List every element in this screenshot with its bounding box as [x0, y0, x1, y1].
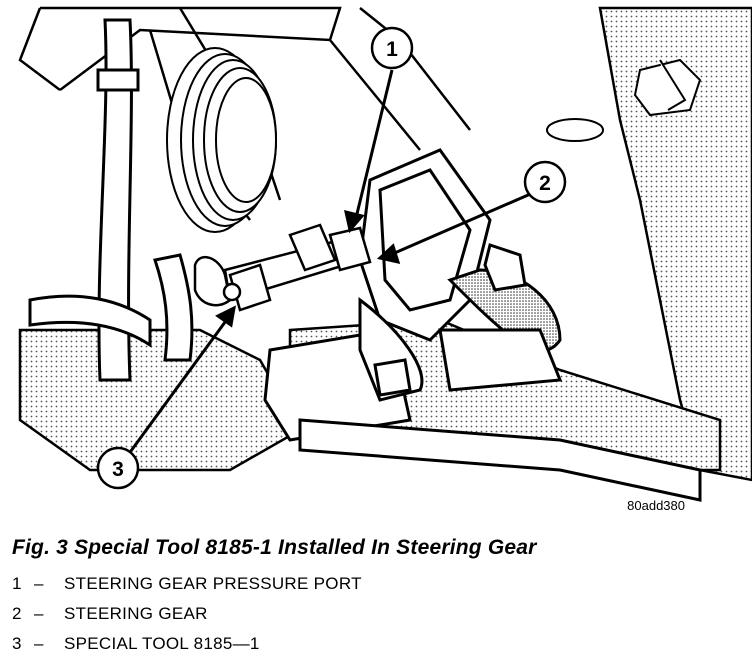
- tie-rod: [298, 418, 702, 502]
- image-code: 80add380: [627, 498, 685, 513]
- svg-text:3: 3: [112, 458, 124, 481]
- svg-text:1: 1: [386, 38, 398, 61]
- callout-3: 3: [96, 446, 140, 490]
- pulley: [166, 47, 277, 233]
- special-tool-8185-1: [193, 223, 372, 312]
- callout-1: 1: [370, 26, 414, 70]
- svg-text:2: 2: [539, 172, 551, 195]
- bolt: [546, 58, 702, 142]
- figure-caption: Fig. 3 Special Tool 8185-1 Installed In …: [12, 536, 537, 559]
- hose: [28, 18, 194, 382]
- legend-item-1: 1–STEERING GEAR PRESSURE PORT: [12, 574, 362, 593]
- leader-arrows: [126, 69, 536, 456]
- callout-2: 2: [523, 160, 567, 204]
- legend-item-2: 2–STEERING GEAR: [12, 604, 208, 623]
- steering-gear: [263, 148, 563, 442]
- legend-item-3: 3–SPECIAL TOOL 8185—1: [12, 634, 260, 653]
- steering-gear-illustration: 1 2 3 80add380: [18, 6, 752, 513]
